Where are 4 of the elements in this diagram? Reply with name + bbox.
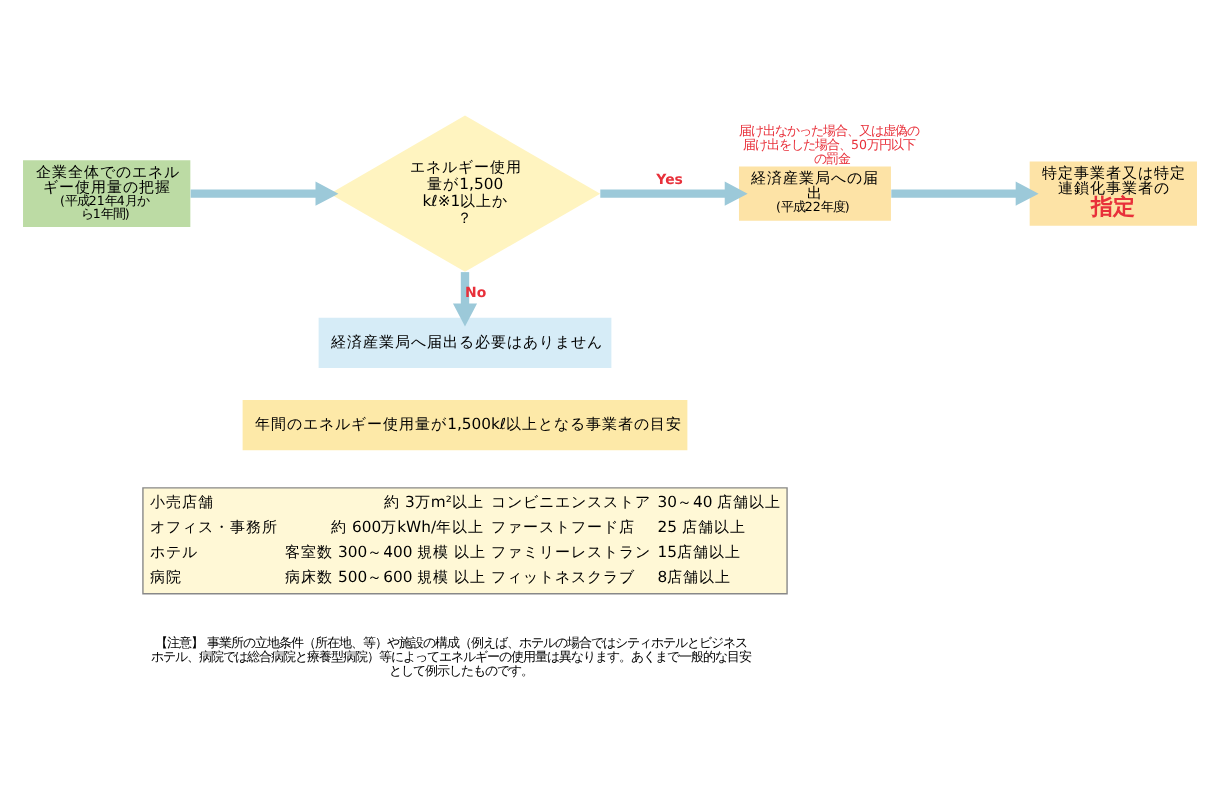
- arrow: [452, 272, 478, 327]
- arrow: [190, 181, 339, 206]
- arrow: [600, 181, 748, 206]
- arrow: [891, 181, 1039, 206]
